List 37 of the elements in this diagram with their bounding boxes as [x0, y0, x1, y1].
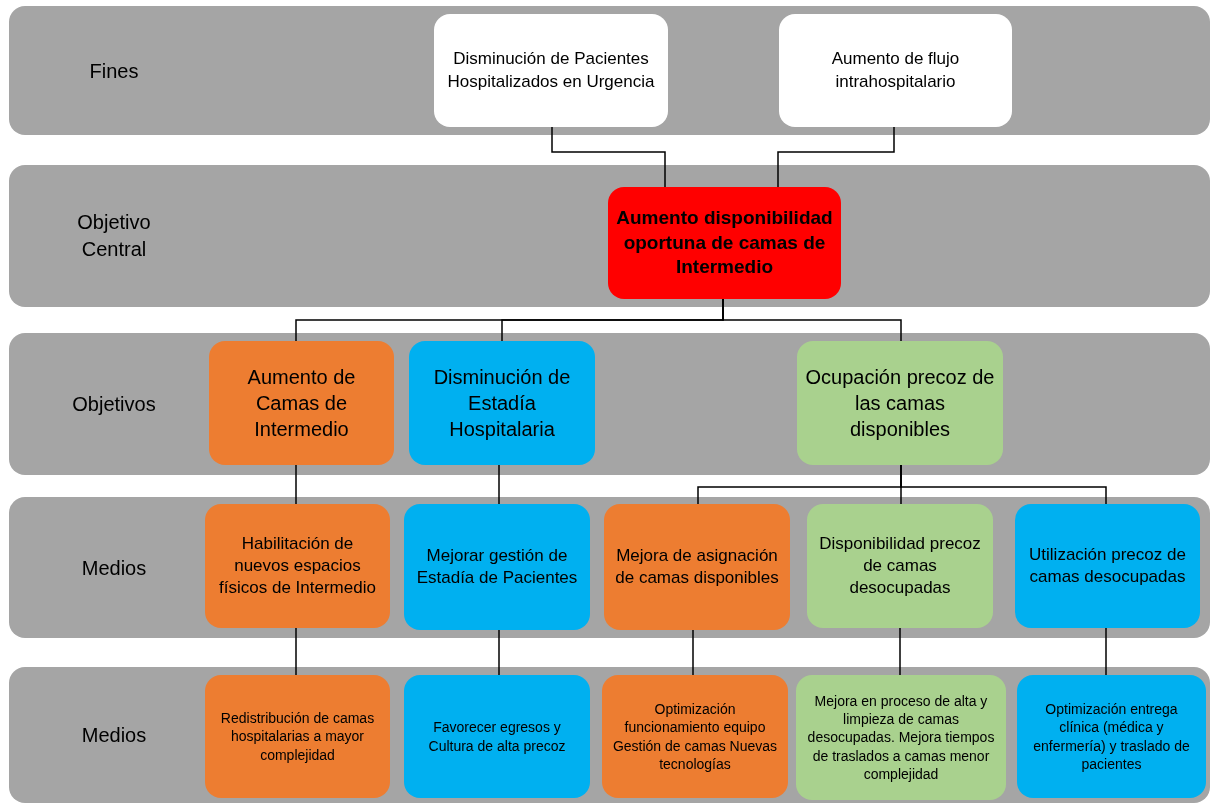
objective-box: Redistribución de camas hospitalarias a mayor complejidad	[205, 675, 390, 798]
objective-box: Aumento disponibilidad oportuna de camas de Intermedio	[608, 187, 841, 299]
band-label: Fines	[88, 58, 140, 83]
connector-line	[1105, 627, 1107, 676]
band-label: Objetivo Central	[76, 210, 152, 262]
connector-line	[722, 298, 902, 342]
objective-box: Disminución de Pacientes Hospitalizados en Urgencia	[434, 14, 668, 127]
connector-line	[498, 629, 500, 676]
band-row	[9, 165, 1210, 307]
objective-box: Habilitación de nuevos espacios físicos de Intermedio	[205, 504, 390, 628]
objective-box: Aumento de Camas de Intermedio	[209, 341, 394, 465]
band-row	[9, 497, 1210, 638]
objective-box: Utilización precoz de camas desocupadas	[1015, 504, 1200, 628]
objective-box: Favorecer egresos y Cultura de alta precoz	[404, 675, 590, 798]
connector-line	[295, 464, 297, 505]
objective-box: Disminución de Estadía Hospitalaria	[409, 341, 595, 465]
connector-line	[692, 629, 694, 676]
band-label: Medios	[80, 722, 148, 748]
band-row	[9, 6, 1210, 135]
objective-box: Optimización entrega clínica (médica y enfermería) y traslado de pacientes	[1017, 675, 1206, 798]
objective-box: Mejora en proceso de alta y limpieza de camas desocupadas. Mejora tiempos de traslados a camas menor complejidad	[796, 675, 1006, 800]
objective-box: Mejorar gestión de Estadía de Pacientes	[404, 504, 590, 630]
connector-line	[498, 464, 500, 505]
objective-box: Optimización funcionamiento equipo Gestión de camas Nuevas tecnologías	[602, 675, 788, 798]
connector-line	[551, 126, 666, 188]
band-label: Medios	[80, 555, 148, 580]
connector-line	[899, 627, 901, 676]
band-row	[9, 667, 1210, 803]
objective-box: Mejora de asignación de camas disponibles	[604, 504, 790, 630]
connector-line	[295, 627, 297, 676]
band-row	[9, 333, 1210, 475]
objective-box: Ocupación precoz de las camas disponibles	[797, 341, 1003, 465]
connector-line	[777, 126, 895, 188]
connector-line	[900, 464, 1107, 505]
objective-box: Disponibilidad precoz de camas desocupadas	[807, 504, 993, 628]
band-label: Objetivos	[71, 391, 157, 417]
objective-box: Aumento de flujo intrahospitalario	[779, 14, 1012, 127]
